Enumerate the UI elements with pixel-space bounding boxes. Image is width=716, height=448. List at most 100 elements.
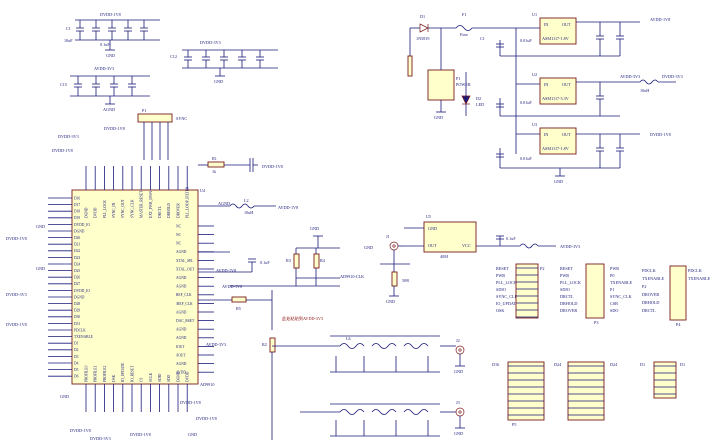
j3-gnd: GND [454, 431, 463, 436]
p3-r-5: SYNC_CLK [610, 294, 632, 299]
ic-pin-label-left: D19 [74, 216, 80, 220]
osc-r4: R4 [320, 258, 326, 263]
osc-clk: AD9910-CLK [340, 274, 364, 279]
hdr1-sig: D16 [492, 362, 499, 367]
sync-ref: P1 [142, 108, 146, 113]
p3-sig-4: SDIO [560, 287, 570, 292]
filter-l: L6 [346, 336, 351, 341]
ic-pin-label-bottom: PROFILE2 [103, 365, 107, 382]
bot-net-gnd: GND [60, 394, 69, 399]
ic-pins-right: NCNCNCAGNDXTAL_SELXTAL_OUTAGNDAGNDREF_CL… [176, 224, 214, 375]
bot-net-4: DVDD-1V8 [180, 400, 201, 405]
ic-pin-label-left: D31 [74, 322, 80, 326]
clk-avdd18: AVDD-1V8 [278, 205, 298, 210]
ic-pin-label-right: AVDD [176, 371, 186, 375]
ic-pin-label-top: DRHOLD [167, 203, 171, 218]
u2-pin-out: OUT [562, 82, 571, 87]
p3-r-3: TXENABLE [610, 280, 633, 285]
u3-part: ASM1117-1.8V [542, 146, 569, 151]
u3-pin-in: IN [544, 132, 548, 137]
osc-gnd-top: GND [310, 226, 319, 231]
p4-sig-6: DRCTL [642, 308, 656, 313]
ic-pin-label-bottom: OSK [112, 374, 116, 382]
bank1-cap-value: 10uF [64, 38, 73, 43]
bot-net-3: DVDD-1V8 [130, 432, 151, 437]
ic-pin-label-left: D24 [74, 262, 80, 266]
hdr2-sig-r: D24 [610, 362, 618, 367]
p4-sig-4: DROVER [642, 292, 659, 297]
p2-sig-5: SYNC_CLK [496, 294, 518, 299]
osc-pin-vcc: VCC [462, 243, 471, 248]
p4-ref: P4 [676, 322, 681, 327]
decoupling-bank-2: DVDD-3V3 C12 GND [170, 40, 278, 84]
u2-inductor: 10uH [640, 88, 649, 93]
ic-pin-label-bottom: DGND [176, 371, 180, 382]
ic-pin-label-top: MASTER_RESET [140, 190, 144, 218]
p3-r-6: CSB [610, 301, 618, 306]
psu-cap-2-val: 0.01uF [520, 100, 532, 105]
bank1-gnd-label: GND [106, 53, 115, 58]
bank1-vdd-label: DVDD-1V8 [100, 12, 121, 17]
osc-ref: U5 [426, 214, 431, 219]
output-filter: L6 J2 J3 GND GND [271, 335, 465, 440]
psu-gnd-label-2: GND [554, 179, 563, 184]
hdr2-sig: D24 [554, 362, 562, 367]
l2-val: 10uH [244, 210, 253, 215]
p4-sig-1: PDCLK [642, 268, 656, 273]
ic-pin-label-left: D23 [74, 256, 80, 260]
left-net-gnd: GND [36, 224, 45, 229]
u2-out-net-2: DVDD-3V3 [662, 74, 683, 79]
bank1-caps [76, 20, 148, 40]
p2-sig-2: PWR [496, 273, 505, 278]
left-net-vdd33: DVDD-3V3 [6, 292, 27, 297]
connector-p4: PDCLK TXENABLE P2 DROVER DRHOLD DRCTL P4… [642, 265, 711, 327]
ic-pin-label-bottom: CS [140, 378, 144, 382]
ic-pin-label-right: /REF_CLK [176, 302, 193, 306]
ic-pin-label-left: D25 [74, 269, 80, 273]
ic-pin-label-left: D17 [74, 203, 80, 207]
ic-pin-label-right: NC [176, 224, 182, 228]
p3-r-7: SDO [610, 308, 618, 313]
ic-pin-label-left: D1 [74, 342, 79, 346]
ic-pin-label-top: PLL_LOCK [103, 200, 107, 218]
p4-sig-5: DRHOLD [642, 300, 659, 305]
ic-pin-label-left: D2 [74, 348, 79, 352]
ic-pin-label-left: DVDD_IO [74, 289, 90, 293]
hdr3-sig-r: D1 [680, 362, 685, 367]
ic-pin-label-left: D5 [74, 368, 79, 372]
bank3-cap-ref: C15 [60, 82, 67, 87]
p3-sig-5: DRCTL [560, 294, 574, 299]
ic-pin-label-right: XTAL_SEL [176, 259, 193, 263]
ic-pin-label-right: XTAL_OUT [176, 267, 195, 271]
ad9910-ic: U4 AD9910 D16D17D18D19DVDD_IODGNDD20D21D… [48, 166, 214, 412]
osc-vcc-net: AVDD-3V3 [560, 244, 580, 249]
ic-pin-label-left: D22 [74, 249, 80, 253]
rset-ref: R5 [236, 306, 241, 311]
ic-pin-label-bottom: IO_UPDATE [121, 362, 125, 382]
fuse-ref: F1 [462, 12, 466, 17]
ic-pin-label-right: AGND [176, 250, 187, 254]
p2-sig-1: RESET [496, 266, 509, 271]
l2-ref: L2 [244, 198, 249, 203]
p3-r-1: PWR [610, 266, 619, 271]
bank3-vdd-label: AVDD-3V3 [94, 66, 114, 71]
hdr1-ref: P5 [512, 422, 516, 427]
d1-part: 1N5819 [416, 36, 430, 41]
p2-sig-4: SDIO [496, 287, 506, 292]
ic-pin-label-right: AGND [176, 362, 187, 366]
bot-net-5: DVDD-1V8 [196, 416, 217, 421]
fuse-label: Fuse [460, 32, 468, 37]
p3-ref: P3 [594, 320, 598, 325]
psu-cap-3-val: 0.01uF [520, 156, 532, 161]
ic-pin-label-bottom: DVDD [186, 371, 190, 382]
bank1-cap-ref: C1 [66, 26, 71, 31]
u3-out-net: DVDD-1V8 [650, 132, 671, 137]
ic-pin-label-left: D30 [74, 315, 80, 319]
decoupling-bank-3: AVDD-3V3 C15 AGND [60, 66, 150, 112]
ic-pin-label-top: SYNC_OUT [121, 198, 125, 218]
u1-pin-out: OUT [562, 22, 571, 27]
u1-ref: U1 [532, 12, 537, 17]
u3-pin-out: OUT [562, 132, 571, 137]
ic-pin-label-right: AGND [176, 276, 187, 280]
